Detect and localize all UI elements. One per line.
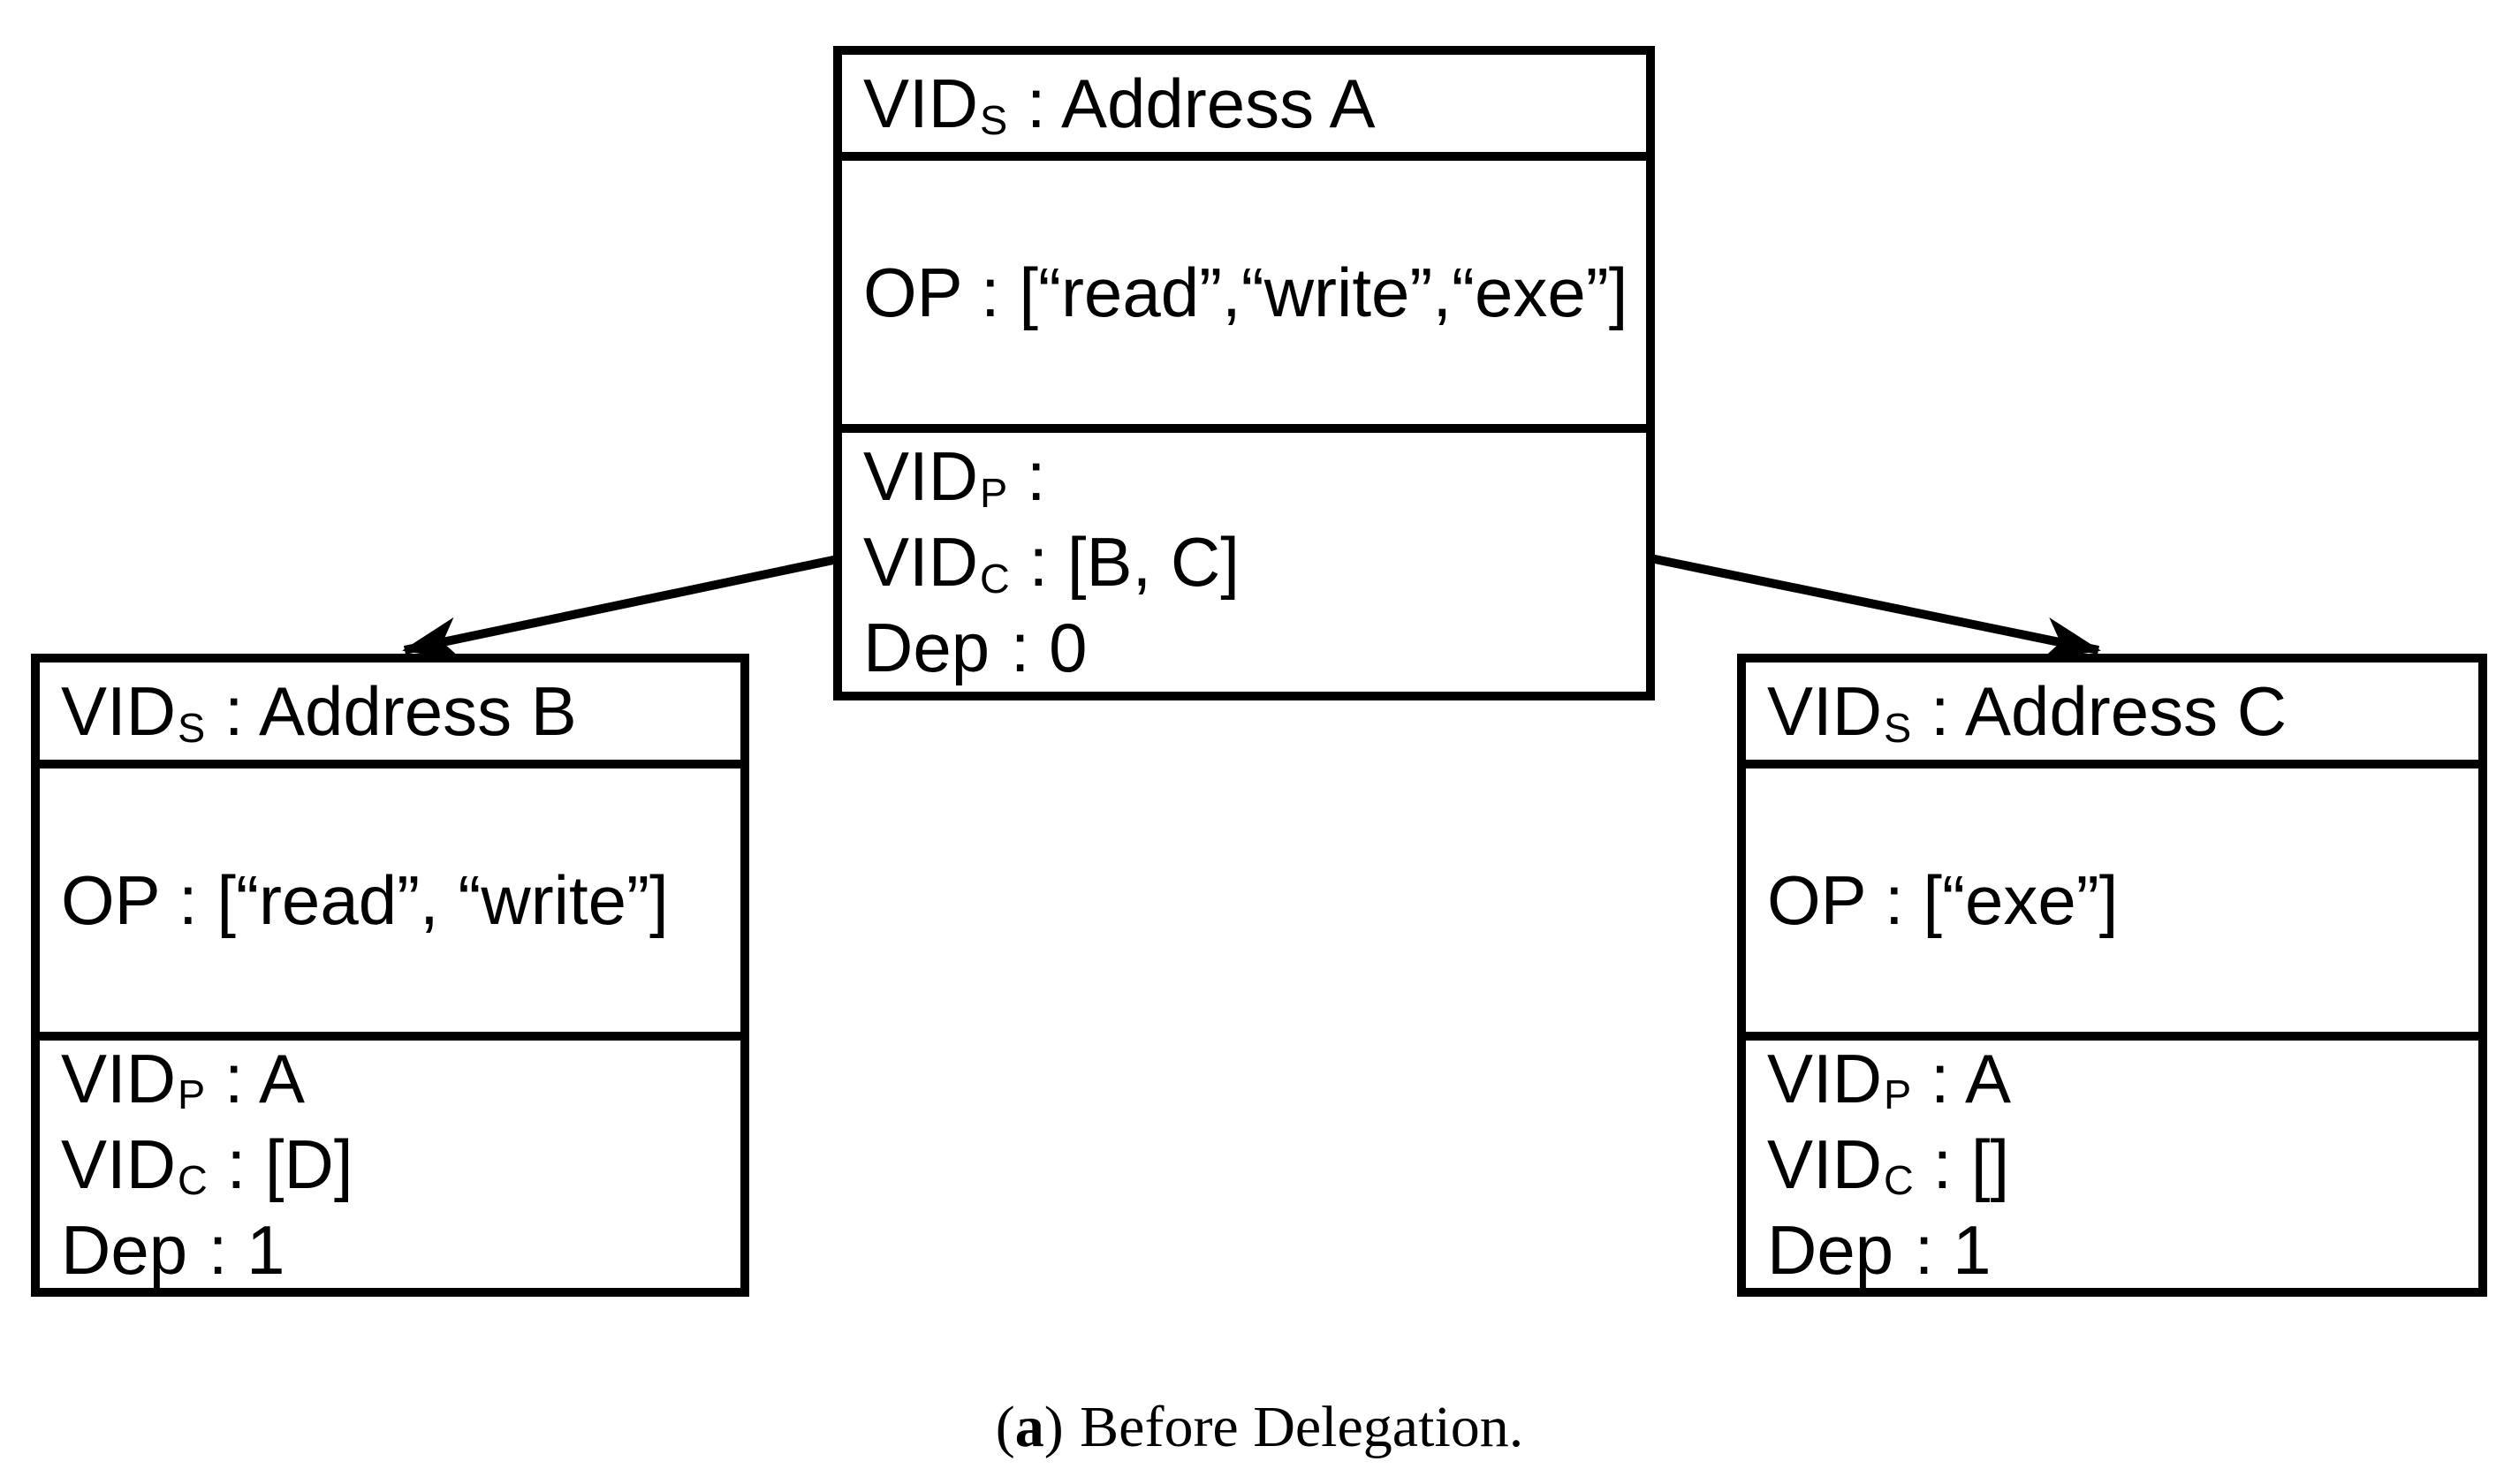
- node-a-vid-s: VIDS : Address A: [863, 64, 1376, 143]
- node-b-fields-section: VIDP : A VIDC : [D] Dep : 1: [40, 1032, 740, 1289]
- node-address-b: VIDS : Address B OP : [“read”, “write”] …: [31, 654, 749, 1297]
- node-address-a: VIDS : Address A OP : [“read”,“write”,“e…: [833, 46, 1655, 700]
- node-address-c: VIDS : Address C OP : [“exe”] VIDP : A V…: [1737, 654, 2487, 1297]
- subscript-c: C: [1884, 1157, 1914, 1204]
- subscript-p: P: [980, 469, 1008, 516]
- subscript-s: S: [178, 704, 206, 751]
- node-c-vid-s: VIDS : Address C: [1767, 672, 2288, 751]
- node-c-dep-row: Dep : 1: [1767, 1210, 1992, 1289]
- edge-a-to-c: [1649, 554, 2101, 662]
- node-a-fields-section: VIDP : VIDC : [B, C] Dep : 0: [842, 424, 1646, 692]
- node-a-op: OP : [“read”,“write”,“exe”]: [863, 254, 1628, 331]
- node-c-address: Address C: [1964, 672, 2288, 750]
- caption-index-label: a: [1014, 1395, 1044, 1459]
- node-a-dep-row: Dep : 0: [863, 609, 1088, 686]
- node-a-vid-c-row: VIDC : [B, C]: [863, 523, 1240, 602]
- node-c-op-section: OP : [“exe”]: [1746, 760, 2478, 1032]
- subscript-s: S: [980, 96, 1008, 143]
- node-a-header: VIDS : Address A: [842, 55, 1646, 152]
- node-b-vid-s: VIDS : Address B: [61, 672, 577, 751]
- node-b-op-section: OP : [“read”, “write”]: [40, 760, 740, 1032]
- node-b-address: Address B: [258, 672, 577, 750]
- node-c-vid-p-row: VIDP : A: [1767, 1039, 2011, 1118]
- figure-caption: (a)Before Delegation.: [0, 1392, 2519, 1462]
- subscript-p: P: [1884, 1071, 1912, 1118]
- node-b-vid-c-row: VIDC : [D]: [61, 1124, 353, 1204]
- node-c-op-list: [“exe”]: [1923, 861, 2119, 939]
- caption-text: Before Delegation.: [1080, 1395, 1524, 1459]
- subscript-s: S: [1884, 704, 1912, 751]
- node-c-header: VIDS : Address C: [1746, 662, 2478, 760]
- caption-index-open: (: [995, 1395, 1015, 1459]
- node-b-header: VIDS : Address B: [40, 662, 740, 760]
- edge-a-to-b: [402, 555, 839, 661]
- node-b-op-list: [“read”, “write”]: [216, 861, 669, 939]
- node-c-vid-c-row: VIDC : []: [1767, 1124, 2010, 1204]
- subscript-c: C: [178, 1157, 208, 1204]
- node-b-dep-row: Dep : 1: [61, 1210, 285, 1289]
- node-b-vid-p-row: VIDP : A: [61, 1039, 305, 1118]
- node-a-address: Address A: [1060, 64, 1376, 142]
- node-c-op: OP : [“exe”]: [1767, 861, 2119, 939]
- subscript-p: P: [178, 1071, 206, 1118]
- node-a-op-section: OP : [“read”,“write”,“exe”]: [842, 152, 1646, 424]
- caption-index-close: ): [1043, 1395, 1064, 1459]
- node-c-fields-section: VIDP : A VIDC : [] Dep : 1: [1746, 1032, 2478, 1289]
- node-a-vid-p-row: VIDP :: [863, 437, 1046, 516]
- subscript-c: C: [980, 555, 1010, 602]
- node-b-op: OP : [“read”, “write”]: [61, 861, 669, 939]
- node-a-op-list: [“read”,“write”,“exe”]: [1019, 254, 1628, 331]
